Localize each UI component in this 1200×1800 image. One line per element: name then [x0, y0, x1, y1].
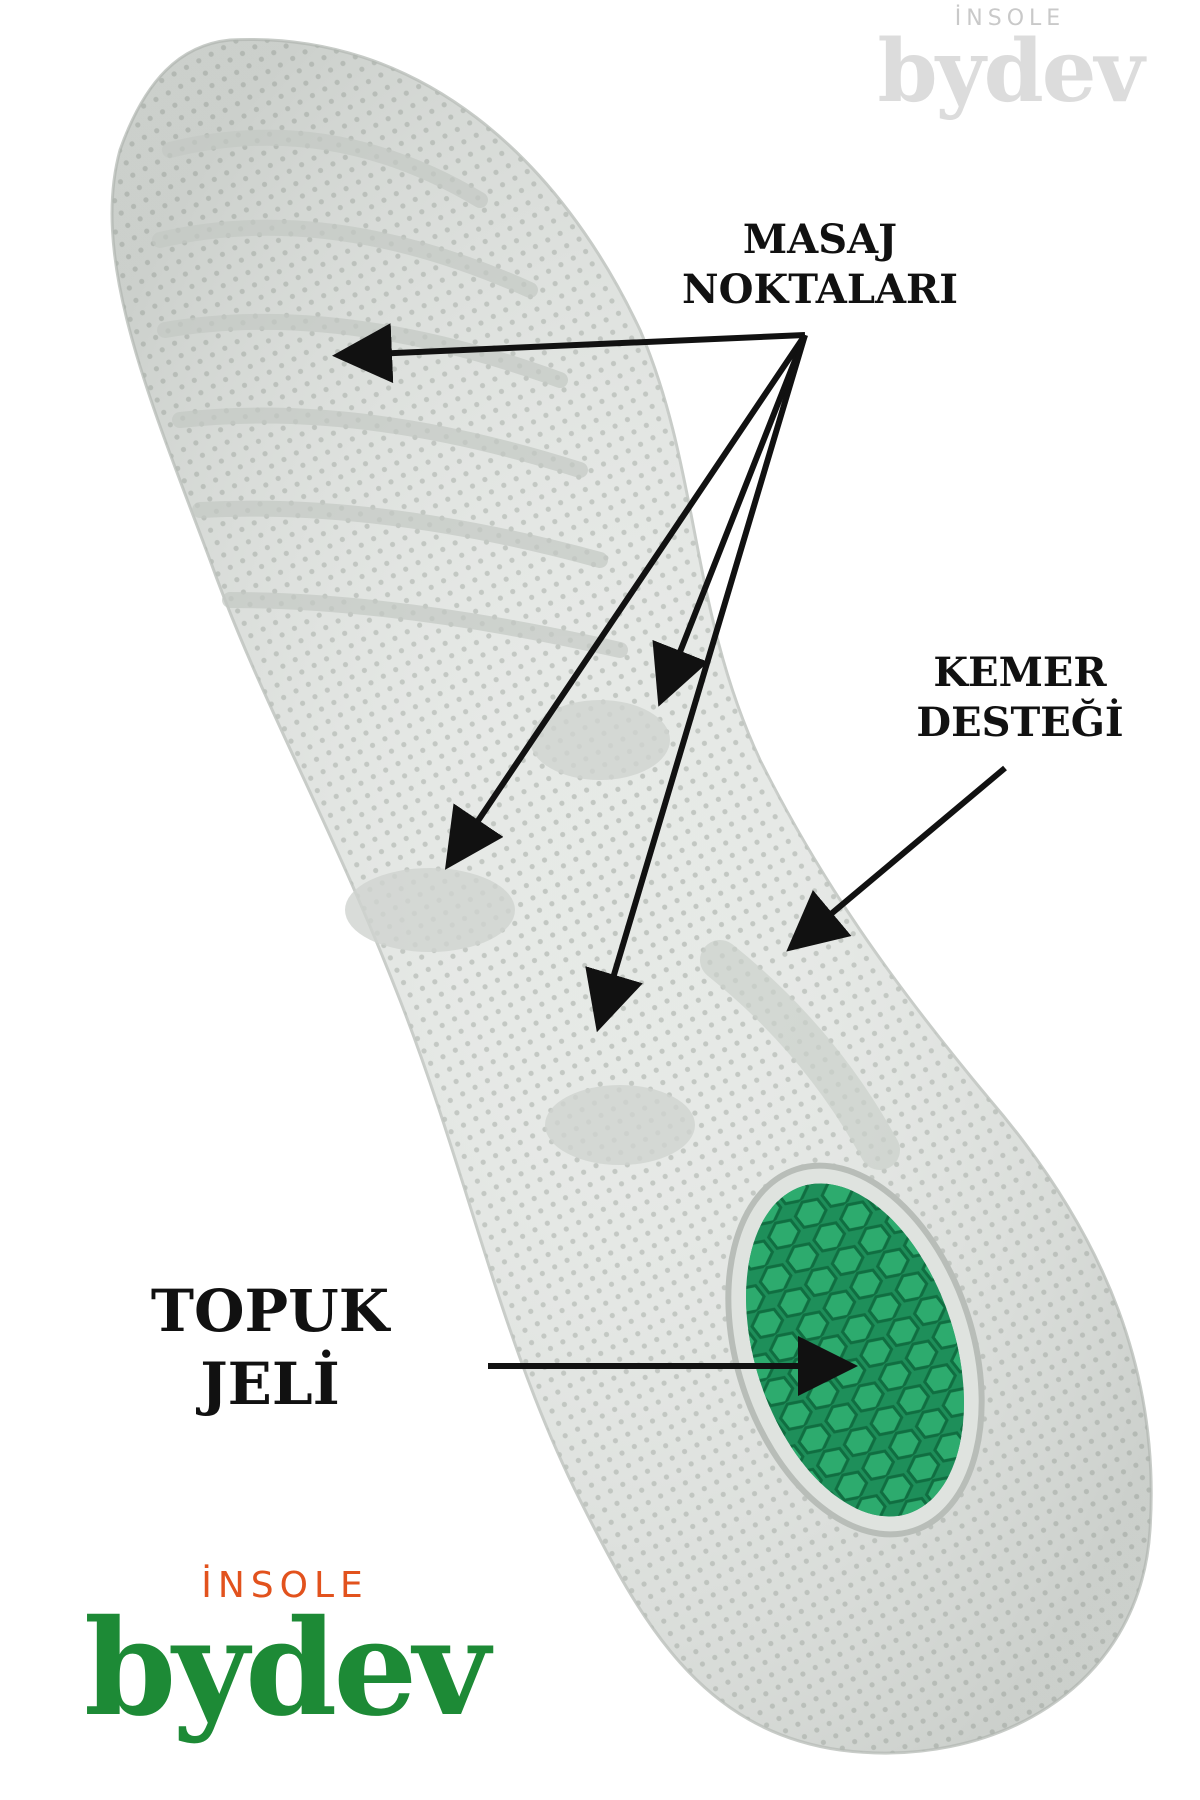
arch-ridge — [700, 940, 900, 1170]
arrow-to-arch — [786, 765, 1007, 952]
arrow-to-heel-pad — [585, 334, 808, 1033]
brand-logo: İNSOLE bydev — [84, 1565, 490, 1746]
massage-points-label: MASAJ NOKTALARI — [682, 216, 958, 313]
brand-watermark: İNSOLE bydev — [877, 6, 1145, 122]
arrow-to-forefoot-pad — [444, 333, 808, 870]
heel-gel-label: TOPUK JELİ — [150, 1277, 390, 1418]
massage-pad — [345, 868, 515, 952]
massage-pad — [530, 700, 670, 780]
massage-pad — [545, 1085, 695, 1165]
arch-support-label: KEMER DESTEĞİ — [916, 649, 1124, 746]
arrow-to-toe — [332, 323, 806, 384]
callout-arrows — [332, 323, 1007, 1396]
arrow-to-midfoot-pad — [652, 333, 808, 707]
